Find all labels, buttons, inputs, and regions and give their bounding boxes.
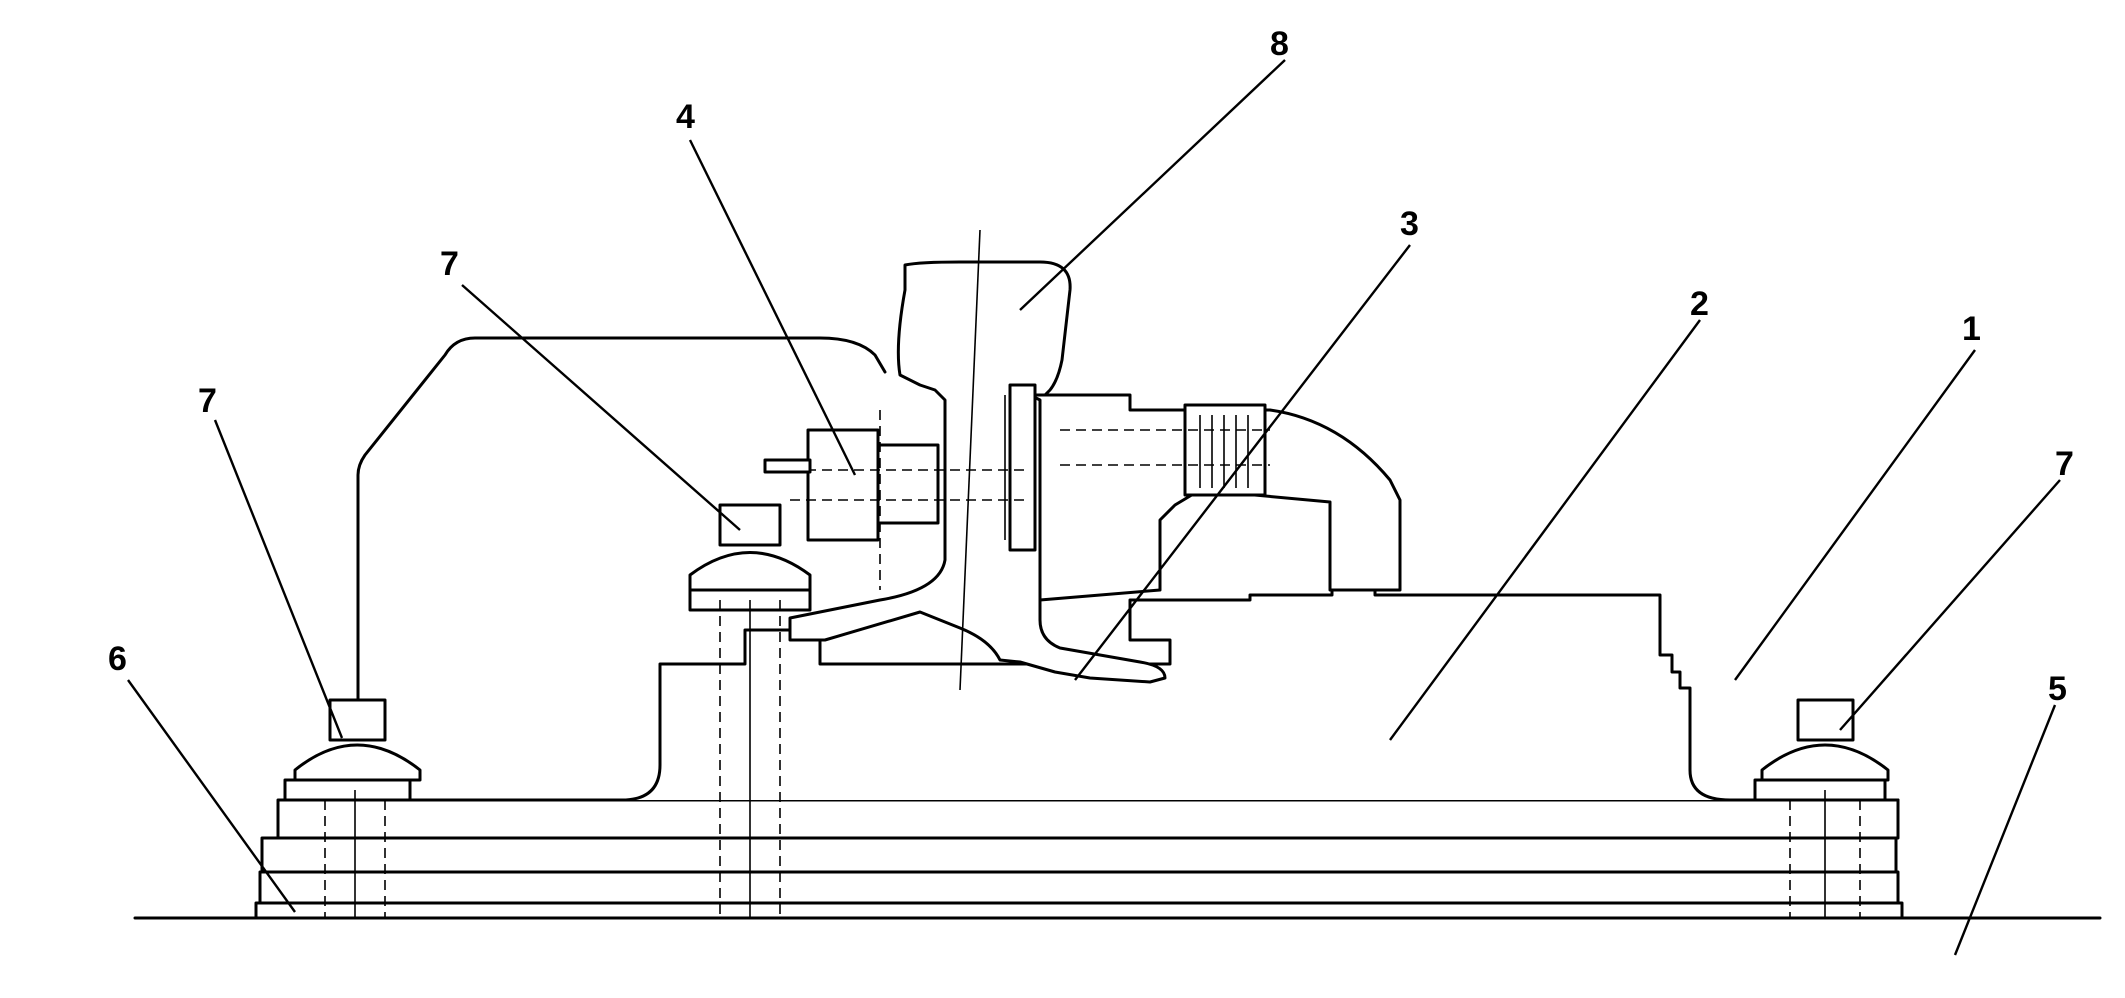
clamp-right (1010, 385, 1400, 600)
label-part-7-left: 7 (198, 382, 217, 420)
label-part-6: 6 (108, 640, 127, 678)
label-part-1: 1 (1962, 310, 1981, 348)
label-part-7-middle: 7 (440, 245, 459, 283)
label-part-7-right: 7 (2055, 445, 2074, 483)
nut-right (1755, 700, 1888, 918)
label-part-4: 4 (676, 98, 695, 136)
label-part-2: 2 (1690, 285, 1709, 323)
label-part-3: 3 (1400, 205, 1419, 243)
label-part-8: 8 (1270, 25, 1289, 63)
nut-left (285, 700, 420, 918)
base-plates (256, 800, 1902, 918)
label-part-5: 5 (2048, 670, 2067, 708)
